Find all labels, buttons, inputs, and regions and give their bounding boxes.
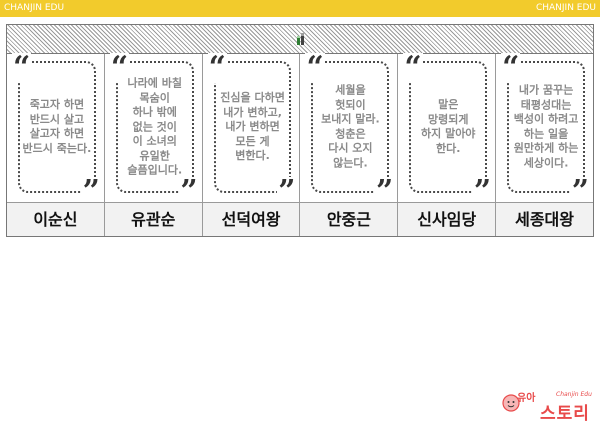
close-quote-icon: ” bbox=[375, 174, 395, 209]
brand-label-left: CHANJIN EDU bbox=[4, 3, 65, 13]
brand-label-right: CHANJIN EDU bbox=[535, 3, 596, 13]
person-name: 선덕여왕 bbox=[202, 202, 300, 236]
open-quote-icon: “ bbox=[109, 50, 130, 85]
quote-line: 내가 변하면 bbox=[225, 119, 280, 133]
quote-line: 내가 변하고, bbox=[223, 105, 282, 119]
quote-line: 다시 오지 bbox=[328, 141, 373, 155]
quote-line: 태평성대는 bbox=[520, 98, 572, 111]
quote-line: 내가 꿈꾸는 bbox=[518, 83, 574, 97]
top-bar: CHANJIN EDU CHANJIN EDU bbox=[0, 0, 600, 17]
logo-sub-text: Chanjin Edu bbox=[556, 391, 592, 398]
quote-line: 반드시 살고 bbox=[29, 112, 85, 126]
quote-line: 반드시 죽는다. bbox=[22, 141, 92, 155]
pencil-icon bbox=[297, 33, 304, 45]
quote-line: 슬픔입니다. bbox=[127, 163, 183, 177]
quote-line: 하지 말아야 bbox=[421, 127, 476, 140]
striped-banner bbox=[6, 24, 594, 54]
open-quote-icon: “ bbox=[501, 50, 521, 85]
quote-line: 세월을 bbox=[335, 83, 366, 97]
quote-line: 이 소녀의 bbox=[132, 134, 177, 148]
open-quote-icon: “ bbox=[305, 50, 325, 85]
quote-line: 살고자 하면 bbox=[29, 127, 85, 140]
quote-line: 하나 밖에 bbox=[132, 105, 177, 119]
quote-line: 헛되이 bbox=[335, 98, 366, 111]
quote-line: 죽고자 하면 bbox=[29, 98, 85, 111]
logo-top-text: 유아 bbox=[517, 393, 536, 404]
person-name: 안중근 bbox=[300, 202, 398, 236]
open-quote-icon: “ bbox=[12, 50, 32, 85]
person-name: 유관순 bbox=[104, 202, 202, 236]
quote-line: 모든 게 bbox=[235, 134, 270, 148]
child-face-icon bbox=[502, 394, 520, 412]
close-quote-icon: ” bbox=[81, 174, 101, 209]
quote-line: 원만하게 하는 bbox=[513, 141, 579, 155]
quote-line: 말은 bbox=[438, 98, 459, 111]
quote-line: 보내지 말라. bbox=[321, 112, 380, 126]
quote-line: 목숨이 bbox=[139, 90, 170, 104]
person-name: 세종대왕 bbox=[496, 202, 593, 236]
open-quote-icon: “ bbox=[207, 50, 227, 85]
open-quote-icon: “ bbox=[403, 50, 423, 85]
logo-main-text: 스토리 bbox=[540, 404, 590, 424]
quote-line: 백성이 하려고 bbox=[513, 112, 579, 126]
quote-line: 하는 일을 bbox=[523, 127, 569, 140]
person-name: 신사임당 bbox=[398, 202, 496, 236]
quote-line: 청춘은 bbox=[335, 127, 366, 140]
quote-line: 망령되게 bbox=[427, 112, 469, 126]
quote-line: 않는다. bbox=[333, 156, 368, 169]
quote-line: 세상이다. bbox=[523, 156, 569, 169]
close-quote-icon: ” bbox=[179, 174, 199, 209]
close-quote-icon: ” bbox=[570, 174, 590, 209]
close-quote-icon: ” bbox=[277, 174, 297, 209]
quote-line: 진심을 다하면 bbox=[220, 90, 285, 104]
quote-line: 변한다. bbox=[235, 148, 270, 162]
quote-line: 나라에 바칠 bbox=[127, 76, 182, 90]
quote-line: 유일한 bbox=[139, 148, 170, 162]
quote-line: 한다. bbox=[436, 141, 461, 155]
person-name: 이순신 bbox=[7, 202, 104, 236]
quote-line: 없는 것이 bbox=[132, 119, 177, 133]
yua-story-logo: 유아 Chanjin Edu 스토리 bbox=[502, 388, 598, 424]
close-quote-icon: ” bbox=[472, 174, 493, 209]
